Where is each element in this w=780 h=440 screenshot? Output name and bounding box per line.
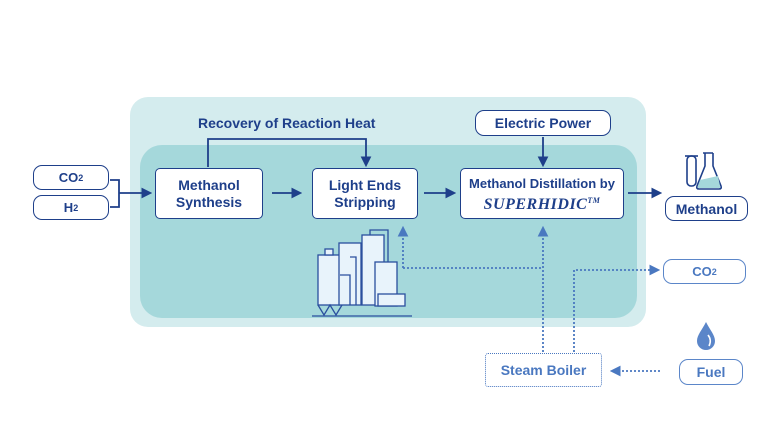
heat-recovery-line [207,138,372,168]
co2-input-label: CO [58,170,79,185]
superhidic-brand-name: SUPERHIDIC [483,195,588,213]
methanol-distillation-line1: Methanol Distillation by [469,175,615,191]
steam-boiler-label: Steam Boiler [500,362,587,378]
light-ends-stripping-line2: Stripping [334,193,396,210]
fuel-drop-icon [697,322,715,350]
trademark-mark: TM [587,195,601,205]
fuel-label: Fuel [696,364,726,380]
methanol-synthesis-line2: Synthesis [175,193,243,210]
input-bracket [110,179,120,208]
h2-input-label: H [63,200,74,215]
co2-emission-subscript: 2 [711,266,717,277]
co2-emission-label: CO [692,264,712,279]
co2-emission-line [573,264,661,352]
methanol-synthesis-line1: Methanol [178,176,240,193]
light-ends-stripping-line1: Light Ends [328,176,402,193]
steam-boiler-box: Steam Boiler [485,353,602,387]
superhidic-brand: SUPERHIDICTM [484,192,601,213]
methanol-output-box: Methanol [665,196,748,221]
methanol-synthesis-box: Methanol Synthesis [155,168,263,219]
h2-input-subscript: 2 [73,202,79,213]
light-ends-stripping-box: Light Ends Stripping [312,168,418,219]
lab-flask-icon [685,152,723,190]
heat-recovery-label: Recovery of Reaction Heat [198,115,376,131]
methanol-distillation-box: Methanol Distillation by SUPERHIDICTM [460,168,624,219]
electric-power-box: Electric Power [475,110,611,136]
electric-power-label: Electric Power [494,115,592,131]
fuel-box: Fuel [679,359,743,385]
co2-input-subscript: 2 [78,172,84,183]
chemical-plant-icon [312,229,412,317]
methanol-output-label: Methanol [675,200,738,217]
